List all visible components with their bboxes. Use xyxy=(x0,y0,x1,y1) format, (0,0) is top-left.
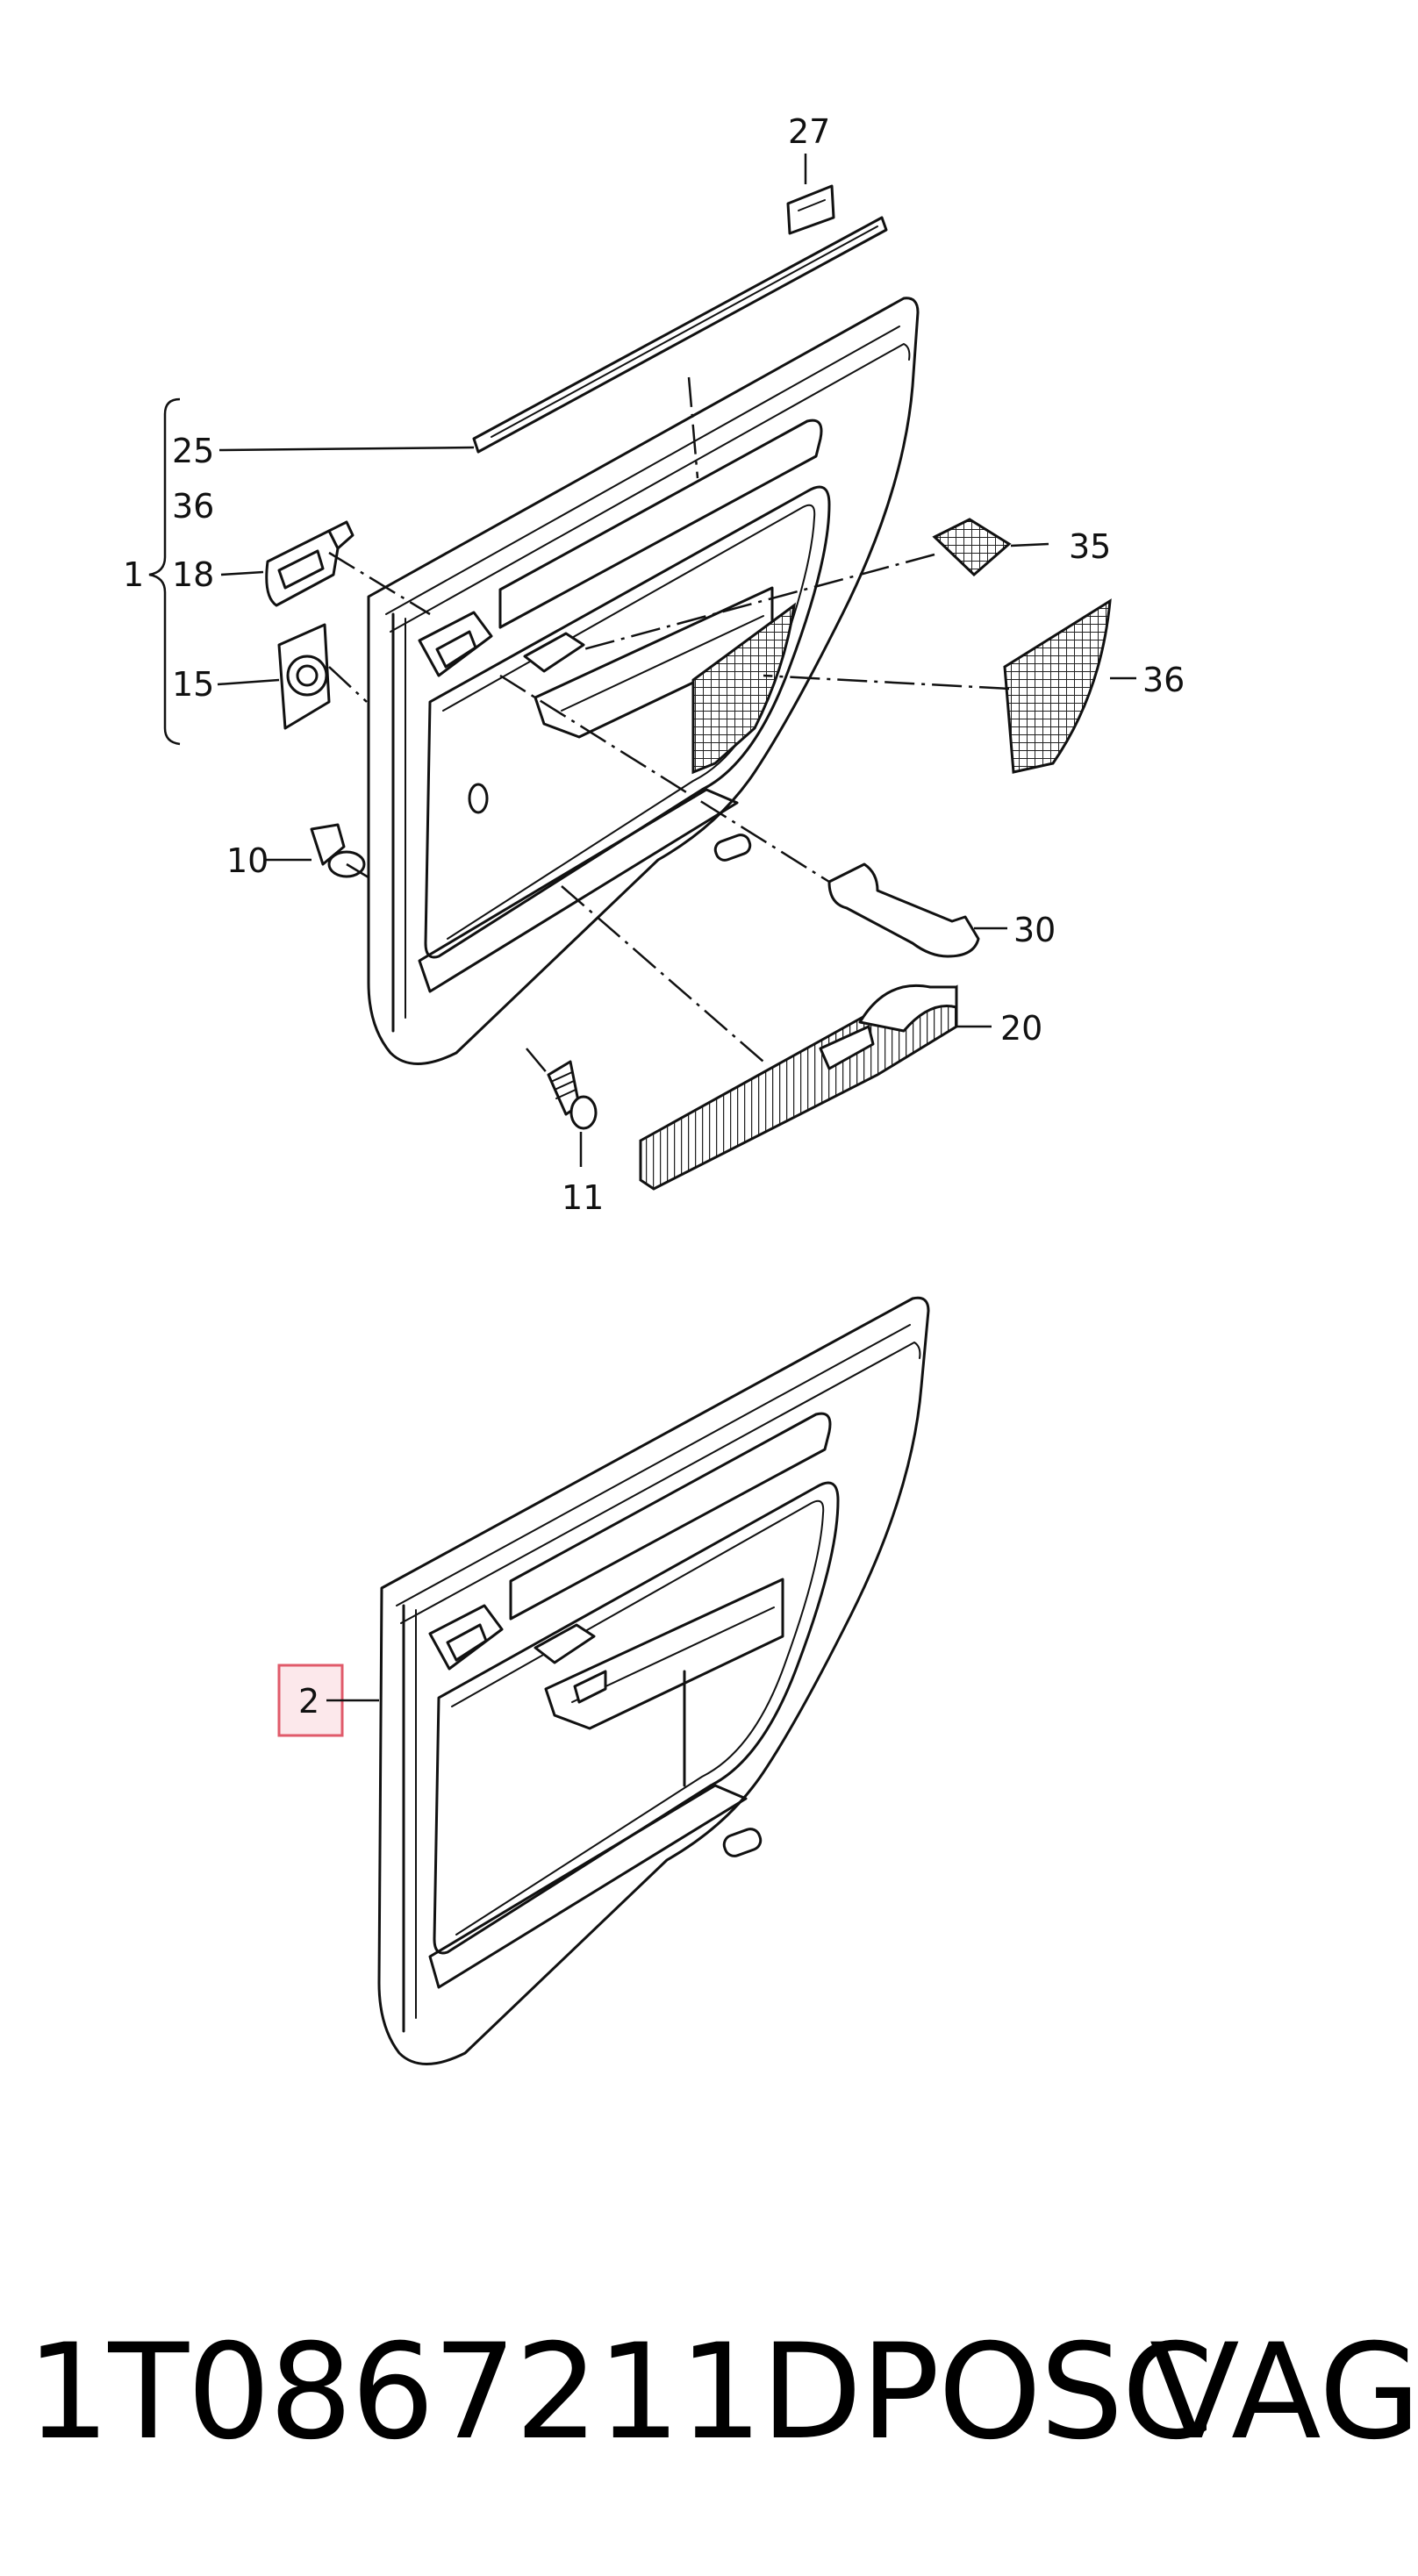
callout-2: 2 xyxy=(298,1682,319,1721)
explode-line xyxy=(687,376,699,479)
callout-10: 10 xyxy=(226,841,269,880)
callout-1: 1 xyxy=(123,555,144,594)
explode-line xyxy=(561,885,764,1063)
speaker-grille-small xyxy=(932,518,1012,577)
fixing-screw xyxy=(547,1060,598,1130)
speaker-grille-large xyxy=(1003,598,1112,774)
armrest-insert xyxy=(827,862,980,958)
switch-bezel xyxy=(523,632,585,673)
door-pocket xyxy=(639,984,958,1191)
callout-20: 20 xyxy=(1000,1009,1042,1048)
explode-line xyxy=(328,666,368,703)
explode-line xyxy=(346,862,369,879)
explode-line xyxy=(499,674,830,884)
explode-line xyxy=(583,553,935,651)
callout-36: 36 xyxy=(1142,661,1185,699)
leader-line xyxy=(220,570,264,576)
callout-35: 35 xyxy=(1069,527,1111,566)
panel-grille xyxy=(691,602,796,775)
callout-36-group: 36 xyxy=(172,487,214,526)
callout-25: 25 xyxy=(172,432,214,470)
upper-door-panel-assembly xyxy=(367,216,920,1065)
leader-line xyxy=(1010,542,1049,547)
explode-line xyxy=(526,1048,549,1076)
clip-slot xyxy=(713,834,752,862)
door-inner-panel xyxy=(424,485,831,959)
explode-line xyxy=(328,551,431,616)
trim-cover xyxy=(786,184,835,235)
callout-18: 18 xyxy=(172,555,214,594)
callout-30: 30 xyxy=(1013,911,1056,949)
callout-15: 15 xyxy=(172,665,214,704)
brand-name: VAG xyxy=(1149,2316,1418,2469)
mounting-hole xyxy=(468,783,489,814)
inner-door-handle xyxy=(265,520,354,607)
leader-line xyxy=(217,678,280,686)
part-number: 1T0867211DPOSC xyxy=(26,2316,1214,2469)
lower-door-panel-complete xyxy=(377,1296,930,2065)
leader-line xyxy=(218,446,475,452)
group-bracket xyxy=(148,397,181,746)
pull-handle xyxy=(534,586,774,739)
callout-11: 11 xyxy=(562,1178,604,1217)
explode-line xyxy=(763,674,1010,691)
speaker-bezel xyxy=(277,623,331,730)
callout-27: 27 xyxy=(788,112,830,151)
